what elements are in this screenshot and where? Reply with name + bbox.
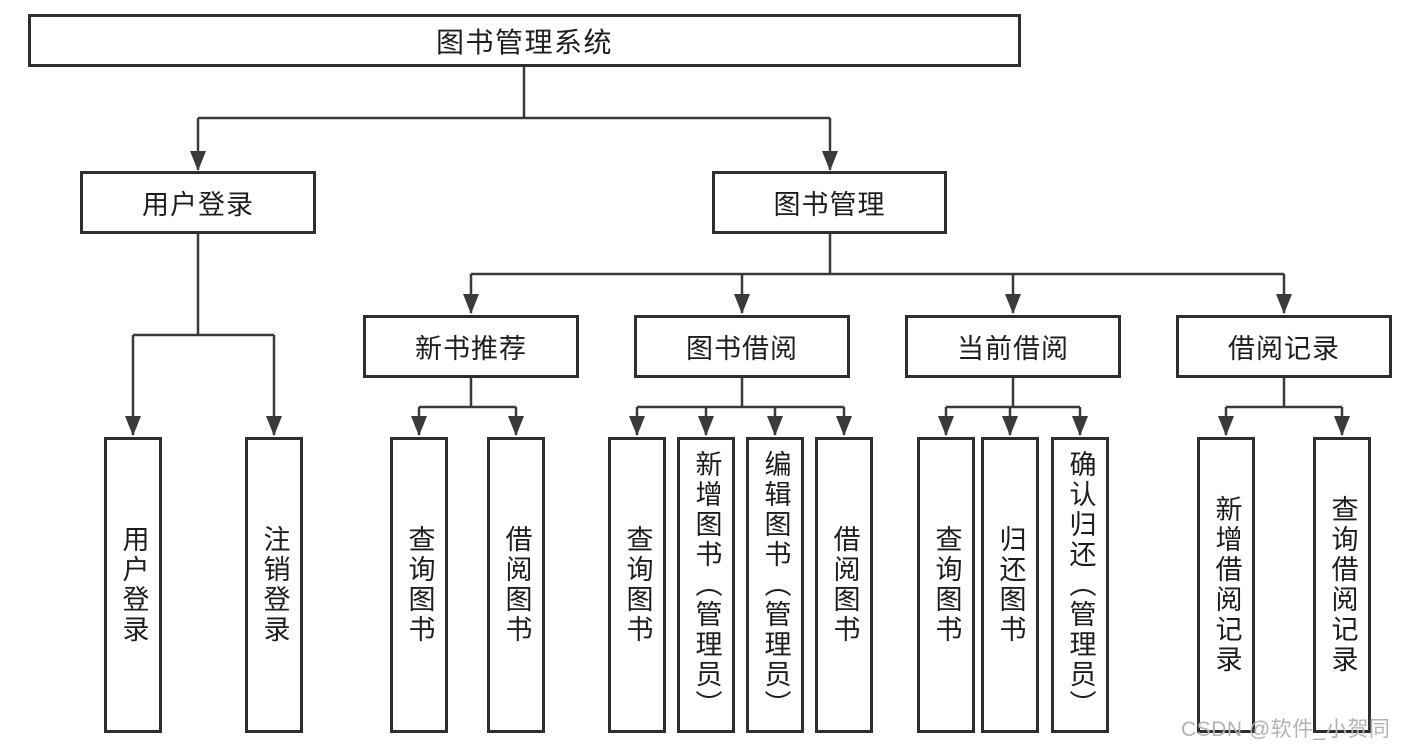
node-book-management: 图书管理 (712, 171, 947, 234)
leaf-return-books: 归还图书 (981, 437, 1039, 733)
bus-book-management-children (471, 234, 1284, 276)
leaf-query-books-2: 查询图书 (608, 437, 666, 733)
bus-new-book-rec-children (419, 378, 516, 409)
leaf-borrow-books-2: 借阅图书 (815, 437, 873, 733)
node-user-login: 用户登录 (80, 171, 316, 234)
node-library-management-system: 图书管理系统 (28, 14, 1021, 67)
node-book-borrowing: 图书借阅 (634, 315, 850, 378)
leaf-query-books-1: 查询图书 (390, 437, 448, 733)
bus-book-borrow-children (637, 378, 844, 409)
leaf-edit-books-admin: 编辑图书（管理员） (746, 437, 804, 733)
leaf-borrow-books-1: 借阅图书 (487, 437, 545, 733)
bus-current-borrow-children (946, 378, 1080, 409)
leaf-query-borrow-record: 查询借阅记录 (1313, 437, 1371, 733)
leaf-add-borrow-record: 新增借阅记录 (1197, 437, 1255, 733)
leaf-query-books-3: 查询图书 (917, 437, 975, 733)
node-current-borrowing: 当前借阅 (905, 315, 1121, 378)
node-borrow-records: 借阅记录 (1176, 315, 1392, 378)
node-new-book-recommendation: 新书推荐 (363, 315, 579, 378)
csdn-watermark: CSDN @软件_小贺同学 (1181, 718, 1391, 741)
leaf-user-login: 用户登录 (104, 437, 162, 733)
leaf-logout: 注销登录 (245, 437, 303, 733)
leaf-add-books-admin: 新增图书（管理员） (677, 437, 735, 733)
leaf-confirm-return-admin: 确认归还（管理员） (1051, 437, 1109, 733)
bus-user-login-children (133, 234, 274, 337)
bus-borrow-records-children (1226, 378, 1342, 409)
bus-root-level2 (198, 67, 830, 120)
